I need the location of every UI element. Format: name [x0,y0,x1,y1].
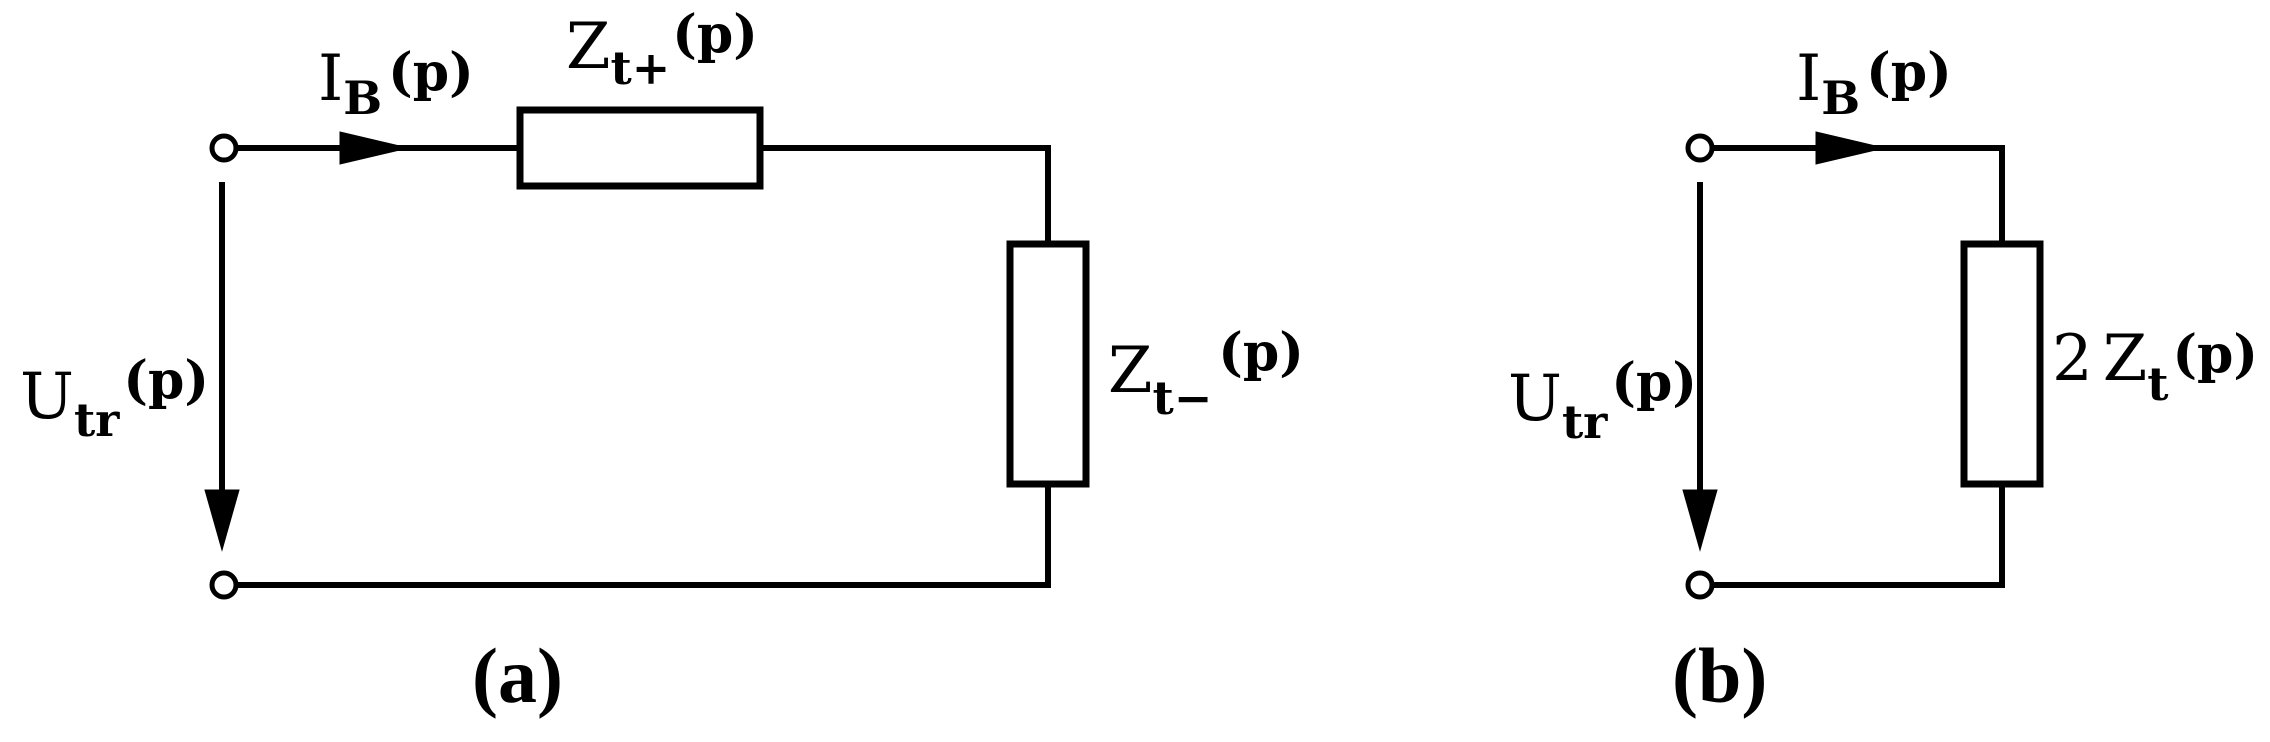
current-label-b: IB(p) [1796,42,1952,125]
voltage-label-b: Utr(p) [1508,352,1697,449]
terminal-a-top [209,133,239,163]
caption-a: (a) [472,632,563,719]
voltage-arrow-b-head [1682,489,1718,552]
voltage-arrow-a-head [204,489,240,552]
panel-a: IB(p) Zt+(p) Zt−(p) Utr(p) (a) [20,4,1304,719]
current-arrow-b [1815,131,1885,165]
current-label-a: IB(p) [318,42,474,125]
caption-b: (b) [1672,632,1767,719]
impedance-b [1960,240,2044,488]
shunt-impedance-label-a: Zt−(p) [1108,322,1304,425]
current-arrow-a [339,131,409,165]
terminal-a-bottom [209,570,239,600]
terminal-b-top [1685,133,1715,163]
series-impedance-label-a: Zt+(p) [566,4,758,95]
shunt-impedance-a [1006,240,1090,488]
series-impedance-a [516,106,764,190]
voltage-label-a: Utr(p) [20,350,209,447]
terminal-b-bottom [1685,570,1715,600]
